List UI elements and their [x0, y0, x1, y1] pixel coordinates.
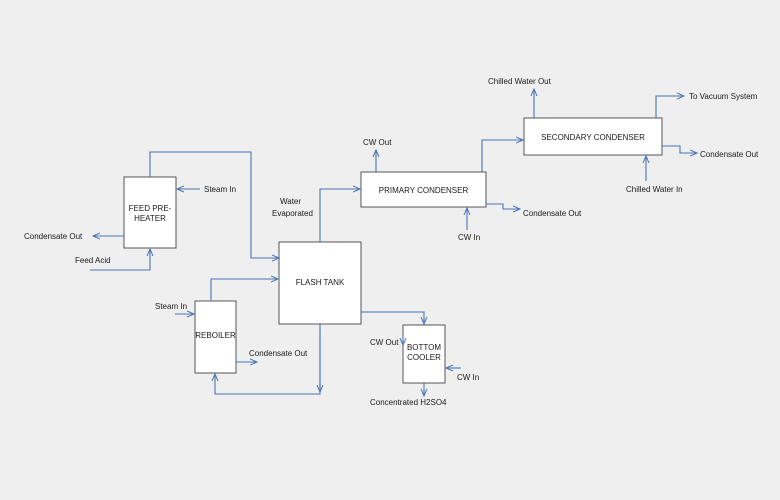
primary-condenser-box — [360, 171, 487, 208]
bottom-cooler-label-line2: COOLER — [407, 353, 441, 362]
feed-preheater-label-line1: FEED PRE- — [129, 204, 172, 213]
primary-condenser-label: PRIMARY CONDENSER — [379, 186, 469, 195]
bottom-cooler-label-line1: BOTTOM — [407, 343, 441, 352]
cooler-cw-in-label: CW In — [457, 373, 479, 382]
secondary-condenser-box — [523, 117, 663, 156]
feed-acid-label: Feed Acid — [75, 256, 111, 265]
concentrated-h2so4-label: Concentrated H2SO4 — [370, 398, 447, 407]
chilled-water-in-label: Chilled Water In — [626, 185, 683, 194]
reboiler-box — [194, 300, 237, 374]
preheater-steam-in-label: Steam In — [204, 185, 236, 194]
water-evaporated-label-line1: Water — [280, 197, 301, 206]
flash-to-cooler-line — [361, 311, 424, 324]
secondary-condensate-line — [662, 145, 697, 153]
bottom-cooler-box — [402, 324, 446, 384]
cooler-cw-out-label: CW Out — [370, 338, 399, 347]
primary-condensate-label: Condensate Out — [523, 209, 582, 218]
preheater-condensate-label: Condensate Out — [24, 232, 83, 241]
reboiler-label: REBOILER — [195, 331, 236, 340]
primary-cw-out-label: CW Out — [363, 138, 392, 147]
feed-preheater-label-line2: HEATER — [134, 214, 166, 223]
secondary-condenser-label: SECONDARY CONDENSER — [541, 133, 645, 142]
primary-cw-in-label: CW In — [458, 233, 480, 242]
to-vacuum-label: To Vacuum System — [689, 92, 758, 101]
water-evaporated-line — [319, 189, 360, 242]
vacuum-line — [655, 96, 684, 118]
reboiler-to-flash-line — [210, 279, 278, 301]
primary-condensate-line — [486, 203, 520, 209]
reboiler-steam-in-label: Steam In — [155, 302, 187, 311]
feed-preheater-box — [123, 176, 177, 249]
reboiler-condensate-label: Condensate Out — [249, 349, 308, 358]
water-evaporated-label-line2: Evaporated — [272, 209, 313, 218]
secondary-condensate-label: Condensate Out — [700, 150, 759, 159]
flash-tank-label: FLASH TANK — [296, 278, 345, 287]
chilled-water-out-label: Chilled Water Out — [488, 77, 552, 86]
feed-acid-line — [90, 249, 150, 271]
primary-to-secondary-line — [481, 140, 523, 172]
preheater-to-flash-line — [149, 151, 279, 258]
